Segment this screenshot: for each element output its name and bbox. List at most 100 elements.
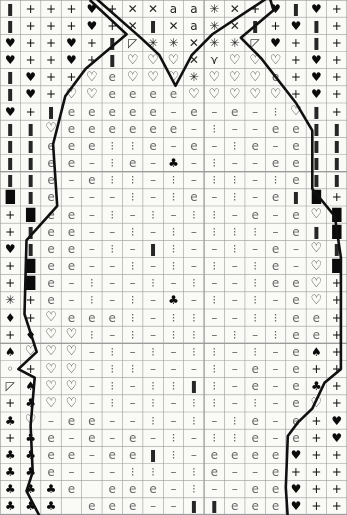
heart-stitch: ♥ xyxy=(61,34,81,51)
dash-stitch: – xyxy=(102,223,122,240)
cross-stitch: ✕ xyxy=(225,0,245,17)
e-stitch: e xyxy=(265,446,285,463)
dot-stitch: ⁝ xyxy=(122,292,142,309)
e-stitch: e xyxy=(245,412,265,429)
e-stitch: e xyxy=(245,137,265,154)
e-stitch: e xyxy=(122,446,142,463)
e-stitch: e xyxy=(82,172,102,189)
heart-outline-stitch: ♡ xyxy=(41,309,61,326)
bar-stitch: ❚ xyxy=(20,137,40,154)
e-stitch: e xyxy=(184,137,204,154)
cross-stitch: ✕ xyxy=(163,17,183,34)
plus-stitch: + xyxy=(327,17,347,34)
dot-stitch: ⁝ xyxy=(225,429,245,446)
heart-outline-stitch: ♡ xyxy=(82,86,102,103)
plus-stitch: + xyxy=(327,378,347,395)
bar-stitch: ❚ xyxy=(20,223,40,240)
dot-stitch: ⁝ xyxy=(245,223,265,240)
bar-stitch: ❚ xyxy=(306,223,326,240)
a-stitch: a xyxy=(184,17,204,34)
bar-stitch: ❚ xyxy=(0,17,20,34)
plus-stitch: + xyxy=(41,69,61,86)
dash-stitch: – xyxy=(61,172,81,189)
club-stitch: ♣ xyxy=(0,412,20,429)
plus-stitch: + xyxy=(0,395,20,412)
plus-stitch: + xyxy=(41,17,61,34)
ring-stitch: ◦ xyxy=(0,361,20,378)
e-stitch: e xyxy=(41,258,61,275)
heart-outline-stitch: ♡ xyxy=(286,103,306,120)
dot-stitch: ⁝ xyxy=(204,378,224,395)
dot-stitch: ⁝ xyxy=(204,258,224,275)
solid-stitch: █ xyxy=(306,189,326,206)
dash-stitch: – xyxy=(225,395,245,412)
dash-stitch: – xyxy=(184,120,204,137)
heart-outline-stitch: ♡ xyxy=(61,361,81,378)
bar-stitch: ❚ xyxy=(306,137,326,154)
e-stitch: e xyxy=(286,361,306,378)
heart-outline-stitch: ♡ xyxy=(245,86,265,103)
dash-stitch: – xyxy=(163,103,183,120)
e-stitch: e xyxy=(265,120,285,137)
heart-stitch: ♥ xyxy=(306,69,326,86)
heart-outline-stitch: ♡ xyxy=(82,69,102,86)
dot-stitch: ⁝ xyxy=(225,240,245,257)
plus-stitch: + xyxy=(82,52,102,69)
corner-stitch: ◸ xyxy=(122,34,142,51)
dash-stitch: – xyxy=(102,429,122,446)
bar-stitch: ❚ xyxy=(306,17,326,34)
dot-stitch: ⁝ xyxy=(204,172,224,189)
e-stitch: e xyxy=(102,86,122,103)
bar-stitch: ❚ xyxy=(286,0,306,17)
e-stitch: e xyxy=(61,120,81,137)
dash-stitch: – xyxy=(163,498,183,515)
dash-stitch: – xyxy=(163,137,183,154)
dash-stitch: – xyxy=(102,292,122,309)
dot-stitch: ⁝ xyxy=(82,326,102,343)
dash-stitch: – xyxy=(265,412,285,429)
plus-stitch: + xyxy=(306,429,326,446)
dot-stitch: ⁝ xyxy=(225,172,245,189)
plus-stitch: + xyxy=(327,189,347,206)
dash-stitch: – xyxy=(204,103,224,120)
dash-stitch: – xyxy=(265,343,285,360)
bar-stitch: ❚ xyxy=(327,240,347,257)
plus-stitch: + xyxy=(20,17,40,34)
heart-outline-stitch: ♡ xyxy=(20,412,40,429)
heart-outline-stitch: ♡ xyxy=(245,52,265,69)
e-stitch: e xyxy=(61,223,81,240)
dot-stitch: ⁝ xyxy=(225,326,245,343)
dash-stitch: – xyxy=(61,429,81,446)
plus-stitch: + xyxy=(327,52,347,69)
corner-stitch: ◸ xyxy=(0,378,20,395)
star-stitch: ✳ xyxy=(0,292,20,309)
diamond-stitch: ♦ xyxy=(20,326,40,343)
dash-stitch: – xyxy=(204,326,224,343)
dot-stitch: ⁝ xyxy=(245,258,265,275)
plus-stitch: + xyxy=(41,52,61,69)
plus-stitch: + xyxy=(327,343,347,360)
heart-stitch: ♥ xyxy=(306,52,326,69)
e-stitch: e xyxy=(286,275,306,292)
bar-stitch: ❚ xyxy=(306,172,326,189)
plus-stitch: + xyxy=(20,103,40,120)
dash-stitch: – xyxy=(163,412,183,429)
e-stitch: e xyxy=(102,309,122,326)
e-stitch: e xyxy=(245,429,265,446)
heart-stitch: ♥ xyxy=(265,34,285,51)
dash-stitch: – xyxy=(82,258,102,275)
cross-stitch: ✕ xyxy=(184,52,204,69)
dot-stitch: ⁝ xyxy=(122,309,142,326)
dash-stitch: – xyxy=(184,172,204,189)
e-stitch: e xyxy=(286,412,306,429)
e-stitch: e xyxy=(102,120,122,137)
dash-stitch: – xyxy=(61,292,81,309)
dash-stitch: – xyxy=(102,412,122,429)
e-stitch: e xyxy=(82,120,102,137)
dot-stitch: ⁝ xyxy=(102,395,122,412)
dot-stitch: ⁝ xyxy=(225,189,245,206)
plus-stitch: + xyxy=(306,412,326,429)
club-stitch: ♣ xyxy=(20,446,40,463)
dash-stitch: – xyxy=(82,223,102,240)
dash-stitch: – xyxy=(204,189,224,206)
